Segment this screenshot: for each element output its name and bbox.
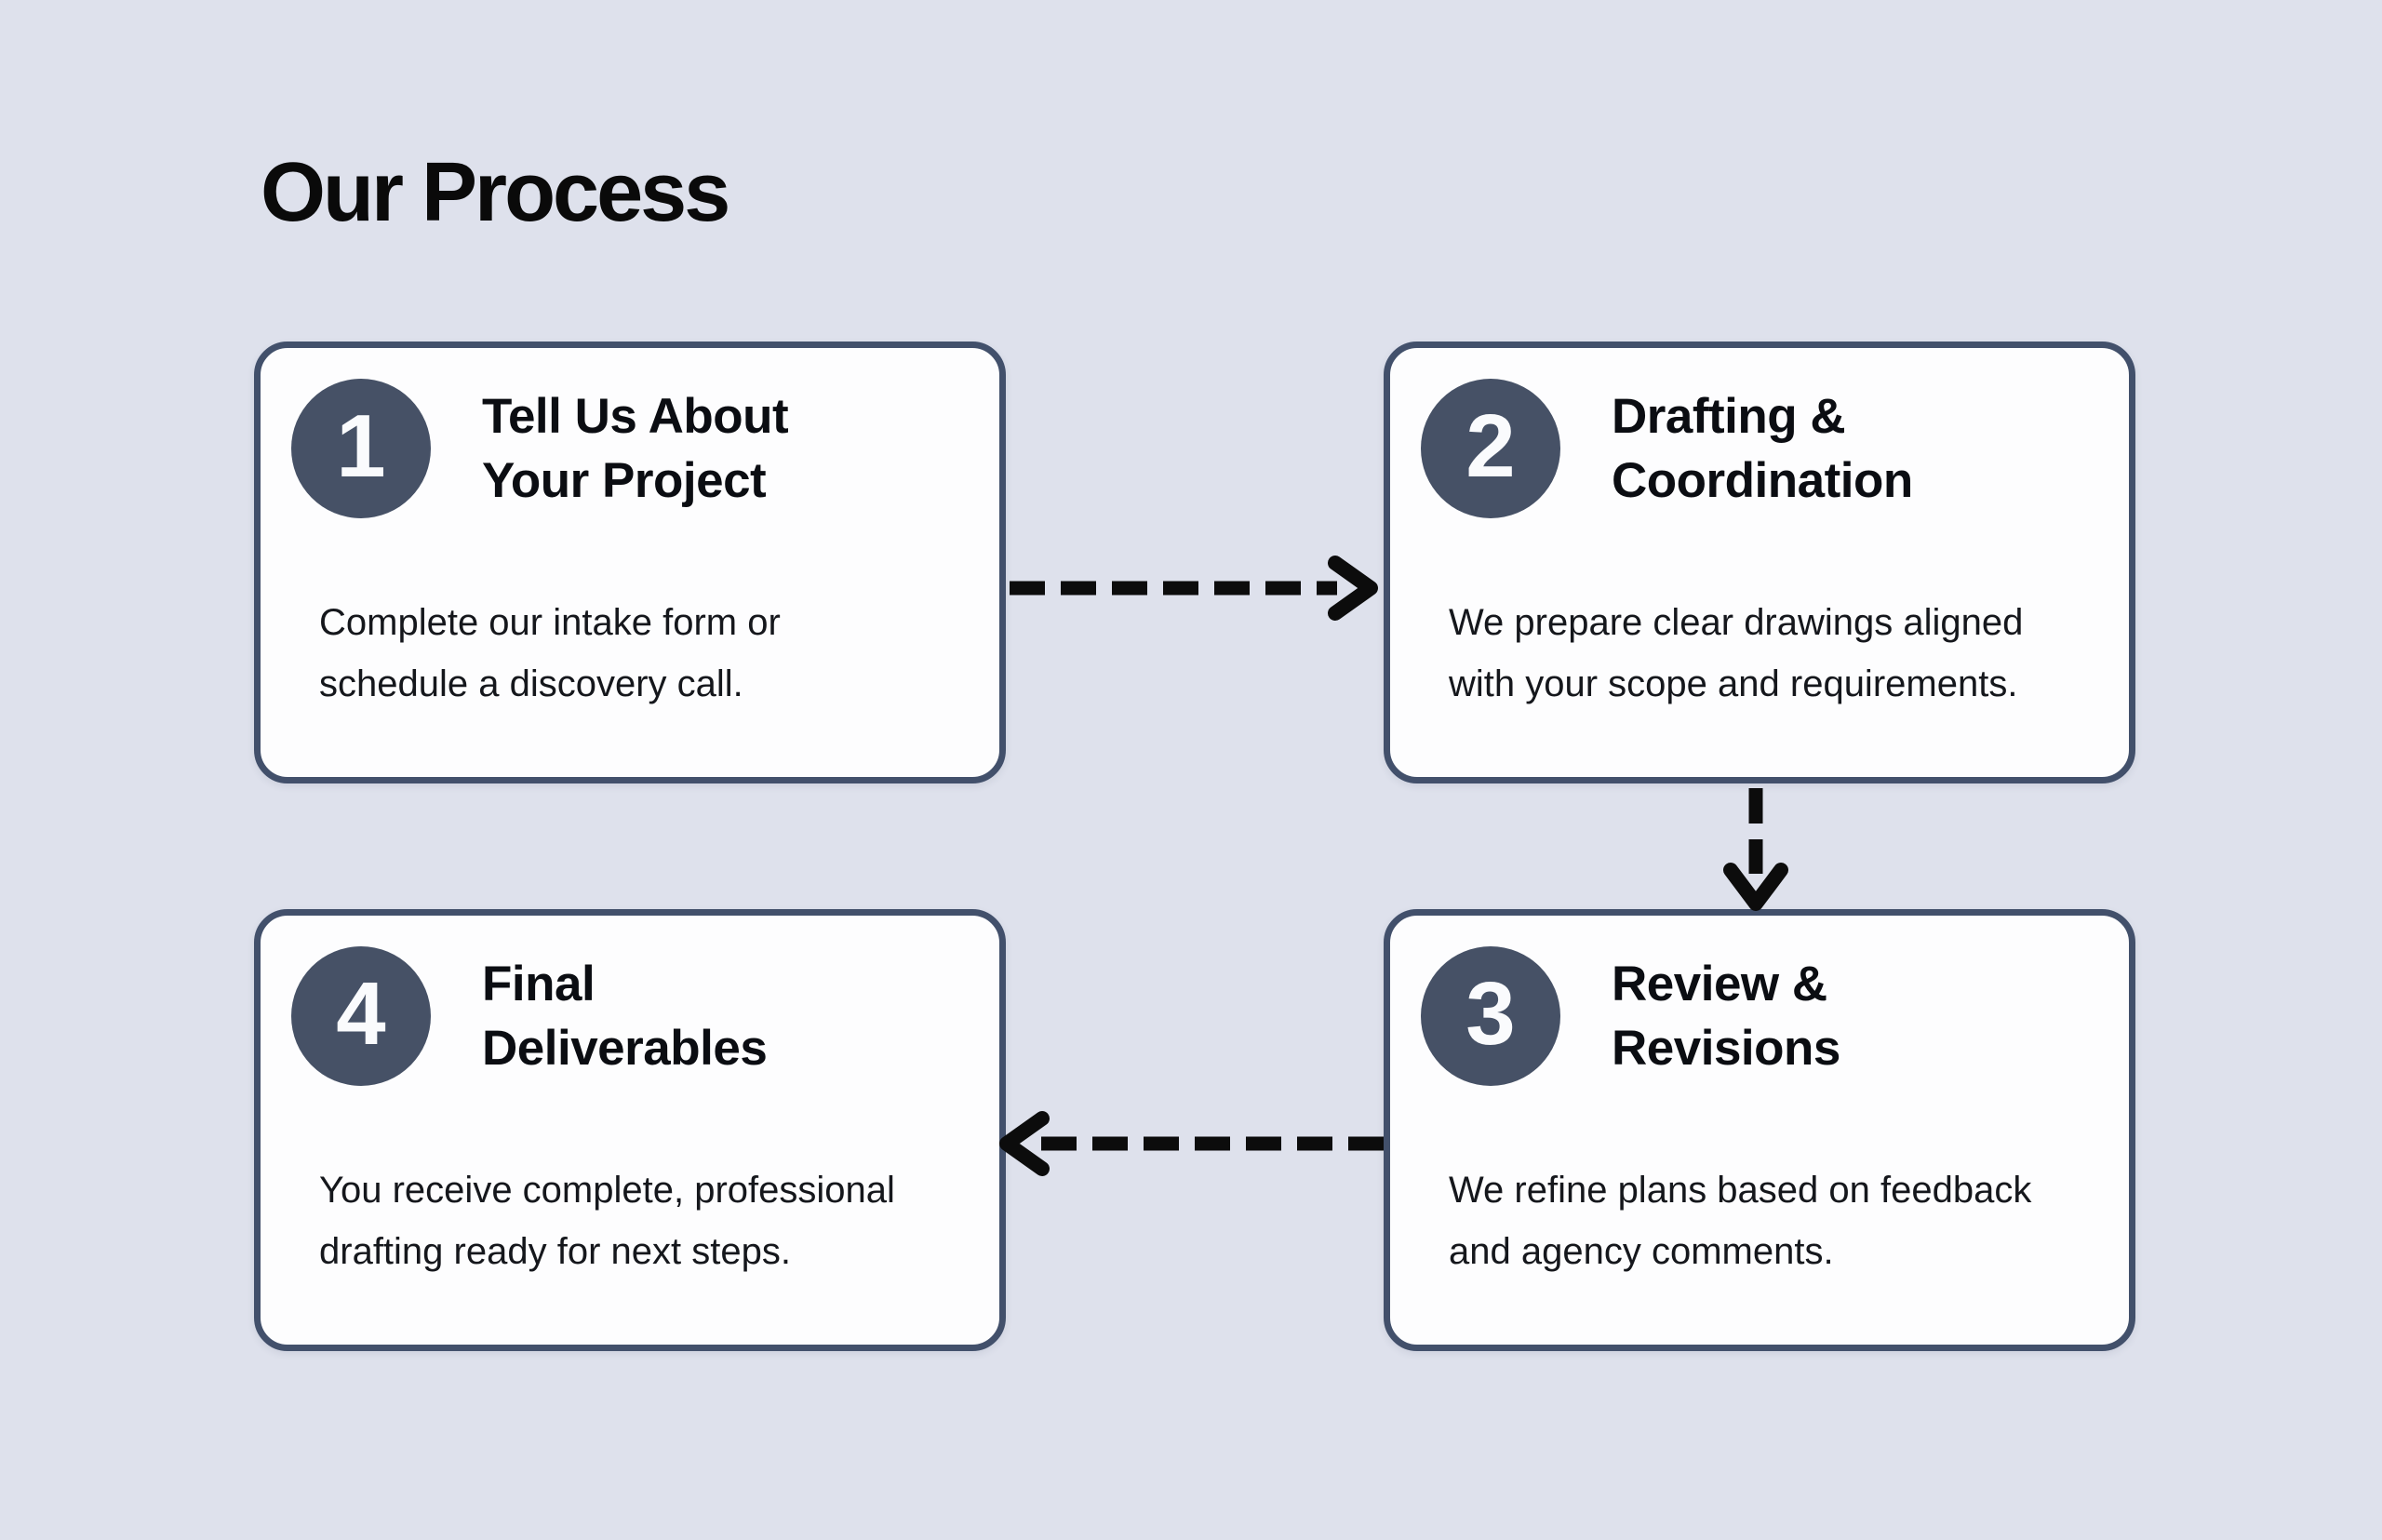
step-card-1: 1 Tell Us About Your Project Complete ou… [254,341,1006,783]
step-4-title: Final Deliverables [482,957,768,1076]
step-card-3: 3 Review & Revisions We refine plans bas… [1384,909,2135,1351]
step-3-number-badge: 3 [1421,946,1560,1086]
arrow-step-1-to-2-right-icon [1010,554,1382,623]
step-2-description: We prepare clear drawings aligned with y… [1449,602,2024,704]
step-2-title: Drafting & Coordination [1612,389,1913,508]
step-4-description: You receive complete, professional draft… [319,1170,895,1272]
step-2-number: 2 [1465,396,1516,496]
step-1-number: 1 [336,396,386,496]
step-2-number-badge: 2 [1421,379,1560,518]
step-1-description: Complete our intake form or schedule a d… [319,602,781,704]
step-card-2: 2 Drafting & Coordination We prepare cle… [1384,341,2135,783]
step-4-number: 4 [336,964,386,1064]
step-3-description: We refine plans based on feedback and ag… [1449,1170,2032,1272]
step-3-number: 3 [1465,964,1516,1064]
step-3-title: Review & Revisions [1612,957,1840,1076]
step-4-number-badge: 4 [291,946,431,1086]
arrow-step-2-to-3-down-icon [1721,788,1790,911]
step-1-title: Tell Us About Your Project [482,389,789,508]
step-card-4: 4 Final Deliverables You receive complet… [254,909,1006,1351]
step-1-number-badge: 1 [291,379,431,518]
page-title: Our Process [261,146,730,239]
arrow-step-3-to-4-left-icon [988,1109,1384,1178]
